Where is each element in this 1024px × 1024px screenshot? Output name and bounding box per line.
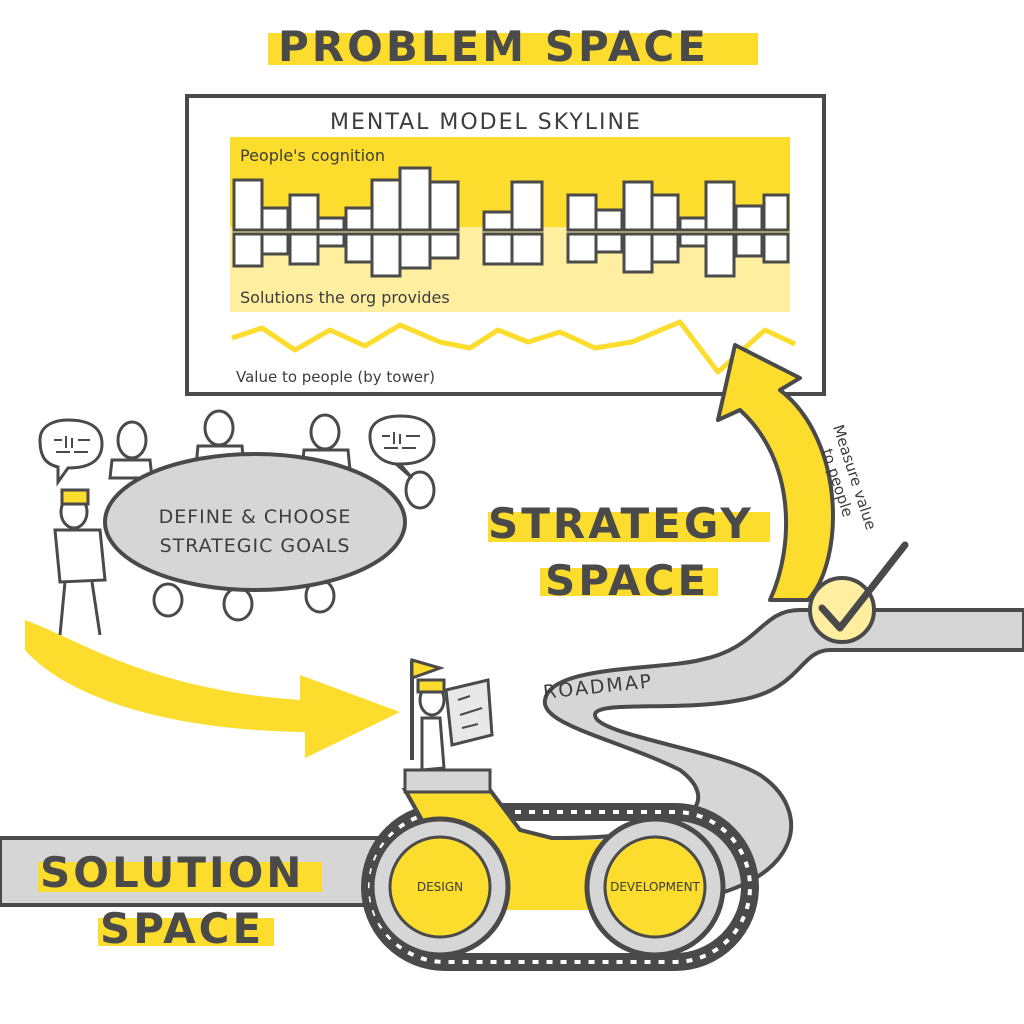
problem-space-highlight [268,33,758,65]
person-cap [60,488,90,506]
skyline-title: MENTAL MODEL SKYLINE [330,110,642,135]
solutions-label: Solutions the org provides [240,288,450,307]
strategy-to-solution-arrow-icon [25,620,400,758]
strategy-space-highlight-1 [488,512,770,542]
checkmark-icon [808,541,909,644]
value-label: Value to people (by tower) [236,368,435,386]
cognition-label: People's cognition [240,146,385,165]
skyline-towers [232,166,790,278]
solution-space-highlight-1 [38,862,322,892]
roadmap-vehicle [361,768,759,971]
strategy-space-line2: SPACE [545,556,710,605]
problem-space-heading: PROBLEM SPACE [278,22,709,71]
wheel-development-label: DEVELOPMENT [610,880,700,894]
roadmap-road [0,608,1024,907]
value-line [231,319,797,375]
strategy-space-line1: STRATEGY [488,499,754,548]
solution-space-highlight-2 [98,918,274,946]
strategy-space-highlight-2 [540,568,718,596]
meeting-table [103,452,407,592]
meeting-table-label: DEFINE & CHOOSE STRATEGIC GOALS [120,503,390,560]
solution-space-line2: SPACE [100,904,265,953]
flag-icon [410,658,445,681]
driver-figure [410,658,494,772]
solution-space-line1: SOLUTION [40,848,305,897]
meeting-table-line1: DEFINE & CHOOSE [158,506,352,528]
wheel-design-label: DESIGN [416,880,464,894]
measure-arrow-icon [716,343,835,602]
meeting-table-line2: STRATEGIC GOALS [159,534,351,557]
speech-bubble-icon [368,414,436,480]
speech-bubble-icon [38,418,104,487]
